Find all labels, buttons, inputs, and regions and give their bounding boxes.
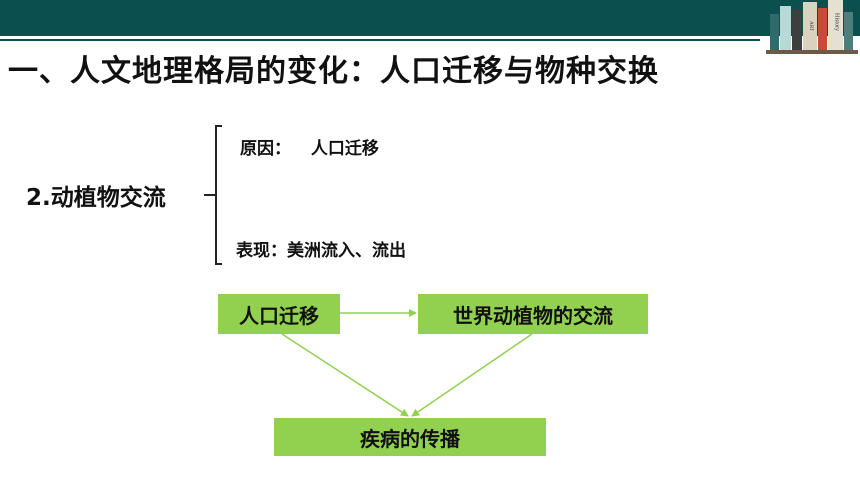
cause-line: 原因： 人口迁移 — [240, 134, 379, 159]
node-disease: 疾病的传播 — [274, 418, 546, 456]
cause-value: 人口迁移 — [310, 139, 379, 159]
manifestation-line: 表现：美洲流入、流出 — [236, 241, 406, 261]
node-migration: 人口迁移 — [218, 294, 340, 334]
book-spine-text: ART — [808, 21, 813, 31]
books-icon: ART History — [766, 0, 858, 54]
arrow-migration-to-disease — [281, 333, 409, 417]
slide-title: 一、人文地理格局的变化：人口迁移与物种交换 — [8, 54, 659, 89]
header-bar — [0, 0, 860, 36]
arrow-exchange-to-disease — [411, 333, 533, 417]
cause-label: 原因： — [240, 139, 291, 159]
header-underline — [0, 39, 760, 41]
bracket-icon — [204, 125, 222, 265]
node-exchange: 世界动植物的交流 — [418, 294, 648, 334]
book-spine-text: History — [834, 13, 840, 31]
section-label: 2.动植物交流 — [26, 185, 166, 211]
